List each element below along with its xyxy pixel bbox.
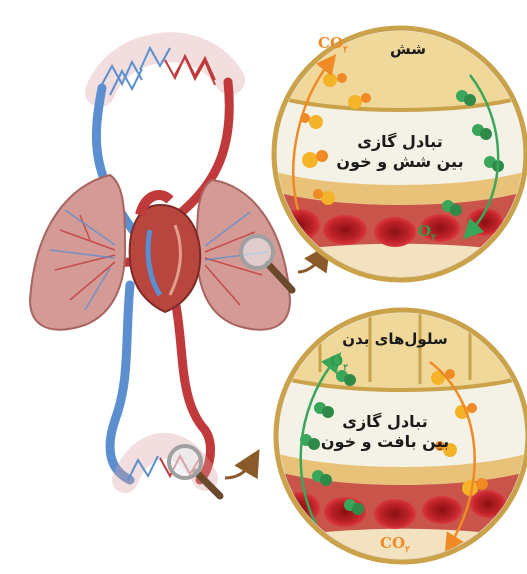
lung-exchange-title-line2: بین شش و خون	[320, 152, 480, 172]
co2-label-top: CO۲	[318, 34, 348, 55]
pointer-arrow-icon	[225, 462, 252, 478]
pointer-arrow-icon	[298, 256, 322, 272]
o2-label-bottom: O۲	[330, 352, 348, 373]
lung-exchange-title: تبادل گازی بین شش و خون	[320, 132, 480, 172]
tissue-exchange-title-line2: بین بافت و خون	[305, 432, 465, 452]
lung-label: شش	[378, 40, 438, 59]
left-lung	[30, 175, 125, 330]
heart	[130, 195, 201, 312]
lung-exchange-title-line1: تبادل گازی	[320, 132, 480, 152]
o2-label-top: O۲	[418, 222, 436, 243]
tissue-exchange-title-line1: تبادل گازی	[305, 412, 465, 432]
body-cells-label: سلول‌های بدن	[330, 330, 460, 349]
co2-label-bottom: CO۲	[380, 534, 410, 555]
upper-capillary-bed	[100, 47, 230, 95]
tissue-exchange-title: تبادل گازی بین بافت و خون	[305, 412, 465, 452]
